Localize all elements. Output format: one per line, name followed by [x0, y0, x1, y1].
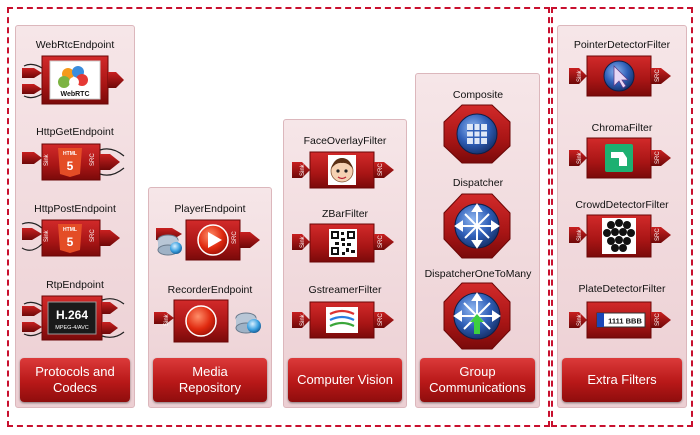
- httppost-endpoint-label: HttpPostEndpoint: [34, 203, 116, 215]
- dispatcher-one-to-many-element[interactable]: [442, 282, 512, 350]
- pointer-src-text: SRC: [655, 69, 661, 82]
- httpget-html-text: HTML: [63, 151, 77, 157]
- composite-hub-element[interactable]: [442, 104, 512, 164]
- zbar-src-text: SRC: [378, 235, 384, 248]
- plate-detector-filter-label: PlateDetectorFilter: [578, 283, 666, 295]
- dispatcher-one-to-many-label: DispatcherOneToMany: [424, 268, 532, 280]
- recorder-sink-text: Sink: [164, 313, 170, 326]
- httpget-sink-text: Sink: [44, 153, 50, 166]
- crowd-detector-filter-element[interactable]: Sink SRC: [567, 213, 677, 259]
- chroma-src-text: SRC: [655, 151, 661, 164]
- recorder-endpoint-element[interactable]: Sink: [152, 298, 268, 344]
- gstreamer-src-text: SRC: [378, 313, 384, 326]
- player-endpoint-label: PlayerEndpoint: [174, 203, 246, 215]
- plate-sink-text: Sink: [577, 313, 583, 326]
- recorder-endpoint-label: RecorderEndpoint: [167, 284, 253, 296]
- httppost-endpoint-element[interactable]: Sink SRC HTML 5: [20, 218, 130, 258]
- gstreamer-sink-text: Sink: [300, 313, 306, 326]
- pointer-detector-filter-element[interactable]: Sink SRC: [567, 54, 677, 98]
- svg-text:5: 5: [67, 159, 74, 173]
- extra-filters-label: Extra Filters: [562, 358, 682, 402]
- face-sink-text: Sink: [300, 163, 306, 176]
- dispatcher-hub-label: Dispatcher: [452, 177, 504, 189]
- player-endpoint-element[interactable]: SRC: [152, 218, 268, 262]
- httppost-html-text: HTML: [63, 227, 77, 233]
- zbar-filter-label: ZBarFilter: [321, 208, 369, 220]
- httpget-src-text: SRC: [90, 153, 96, 166]
- webrtc-endpoint-element[interactable]: WebRTC: [20, 54, 130, 106]
- zbar-filter-element[interactable]: Sink SRC: [290, 222, 400, 264]
- rtp-endpoint-element[interactable]: H.264 MPEG-4/AVC: [20, 294, 130, 342]
- player-src-text: SRC: [232, 231, 238, 244]
- chroma-filter-label: ChromaFilter: [591, 122, 653, 134]
- chroma-sink-text: Sink: [577, 151, 583, 164]
- rtp-endpoint-label: RtpEndpoint: [46, 279, 104, 291]
- composite-hub-label: Composite: [452, 89, 504, 101]
- svg-text:5: 5: [67, 235, 74, 249]
- plate-detector-filter-element[interactable]: Sink SRC 1111 BBB: [567, 300, 677, 340]
- core-elements-boundary: [7, 7, 550, 427]
- chroma-filter-element[interactable]: Sink SRC: [567, 136, 677, 180]
- crowd-src-text: SRC: [655, 228, 661, 241]
- webrtc-endpoint-label: WebRtcEndpoint: [35, 39, 115, 51]
- crowd-sink-text: Sink: [577, 228, 583, 241]
- group-communications-label: Group Communications: [420, 358, 535, 402]
- webrtc-icon-text: WebRTC: [60, 91, 89, 98]
- httpget-endpoint-label: HttpGetEndpoint: [36, 126, 114, 138]
- protocols-codecs-label: Protocols and Codecs: [20, 358, 130, 402]
- gstreamer-filter-element[interactable]: Sink SRC: [290, 300, 400, 340]
- plate-number-text: 1111 BBB: [608, 317, 642, 326]
- pointer-detector-filter-label: PointerDetectorFilter: [573, 39, 671, 51]
- httppost-src-text: SRC: [90, 229, 96, 242]
- gstreamer-filter-label: GstreamerFilter: [308, 284, 382, 296]
- httppost-sink-text: Sink: [44, 229, 50, 242]
- httpget-endpoint-element[interactable]: Sink SRC HTML 5: [20, 142, 130, 182]
- zbar-sink-text: Sink: [300, 235, 306, 248]
- face-src-text: SRC: [378, 163, 384, 176]
- face-overlay-filter-element[interactable]: Sink SRC: [290, 150, 400, 190]
- media-repository-label: Media Repository: [153, 358, 267, 402]
- crowd-detector-filter-label: CrowdDetectorFilter: [575, 199, 669, 211]
- h264-small-text: MPEG-4/AVC: [55, 325, 89, 331]
- plate-src-text: SRC: [655, 313, 661, 326]
- pointer-sink-text: Sink: [577, 69, 583, 82]
- computer-vision-label: Computer Vision: [288, 358, 402, 402]
- h264-big-text: H.264: [56, 308, 88, 322]
- dispatcher-hub-element[interactable]: [442, 193, 512, 259]
- face-overlay-filter-label: FaceOverlayFilter: [303, 135, 387, 147]
- extra-filters-boundary: [551, 7, 693, 427]
